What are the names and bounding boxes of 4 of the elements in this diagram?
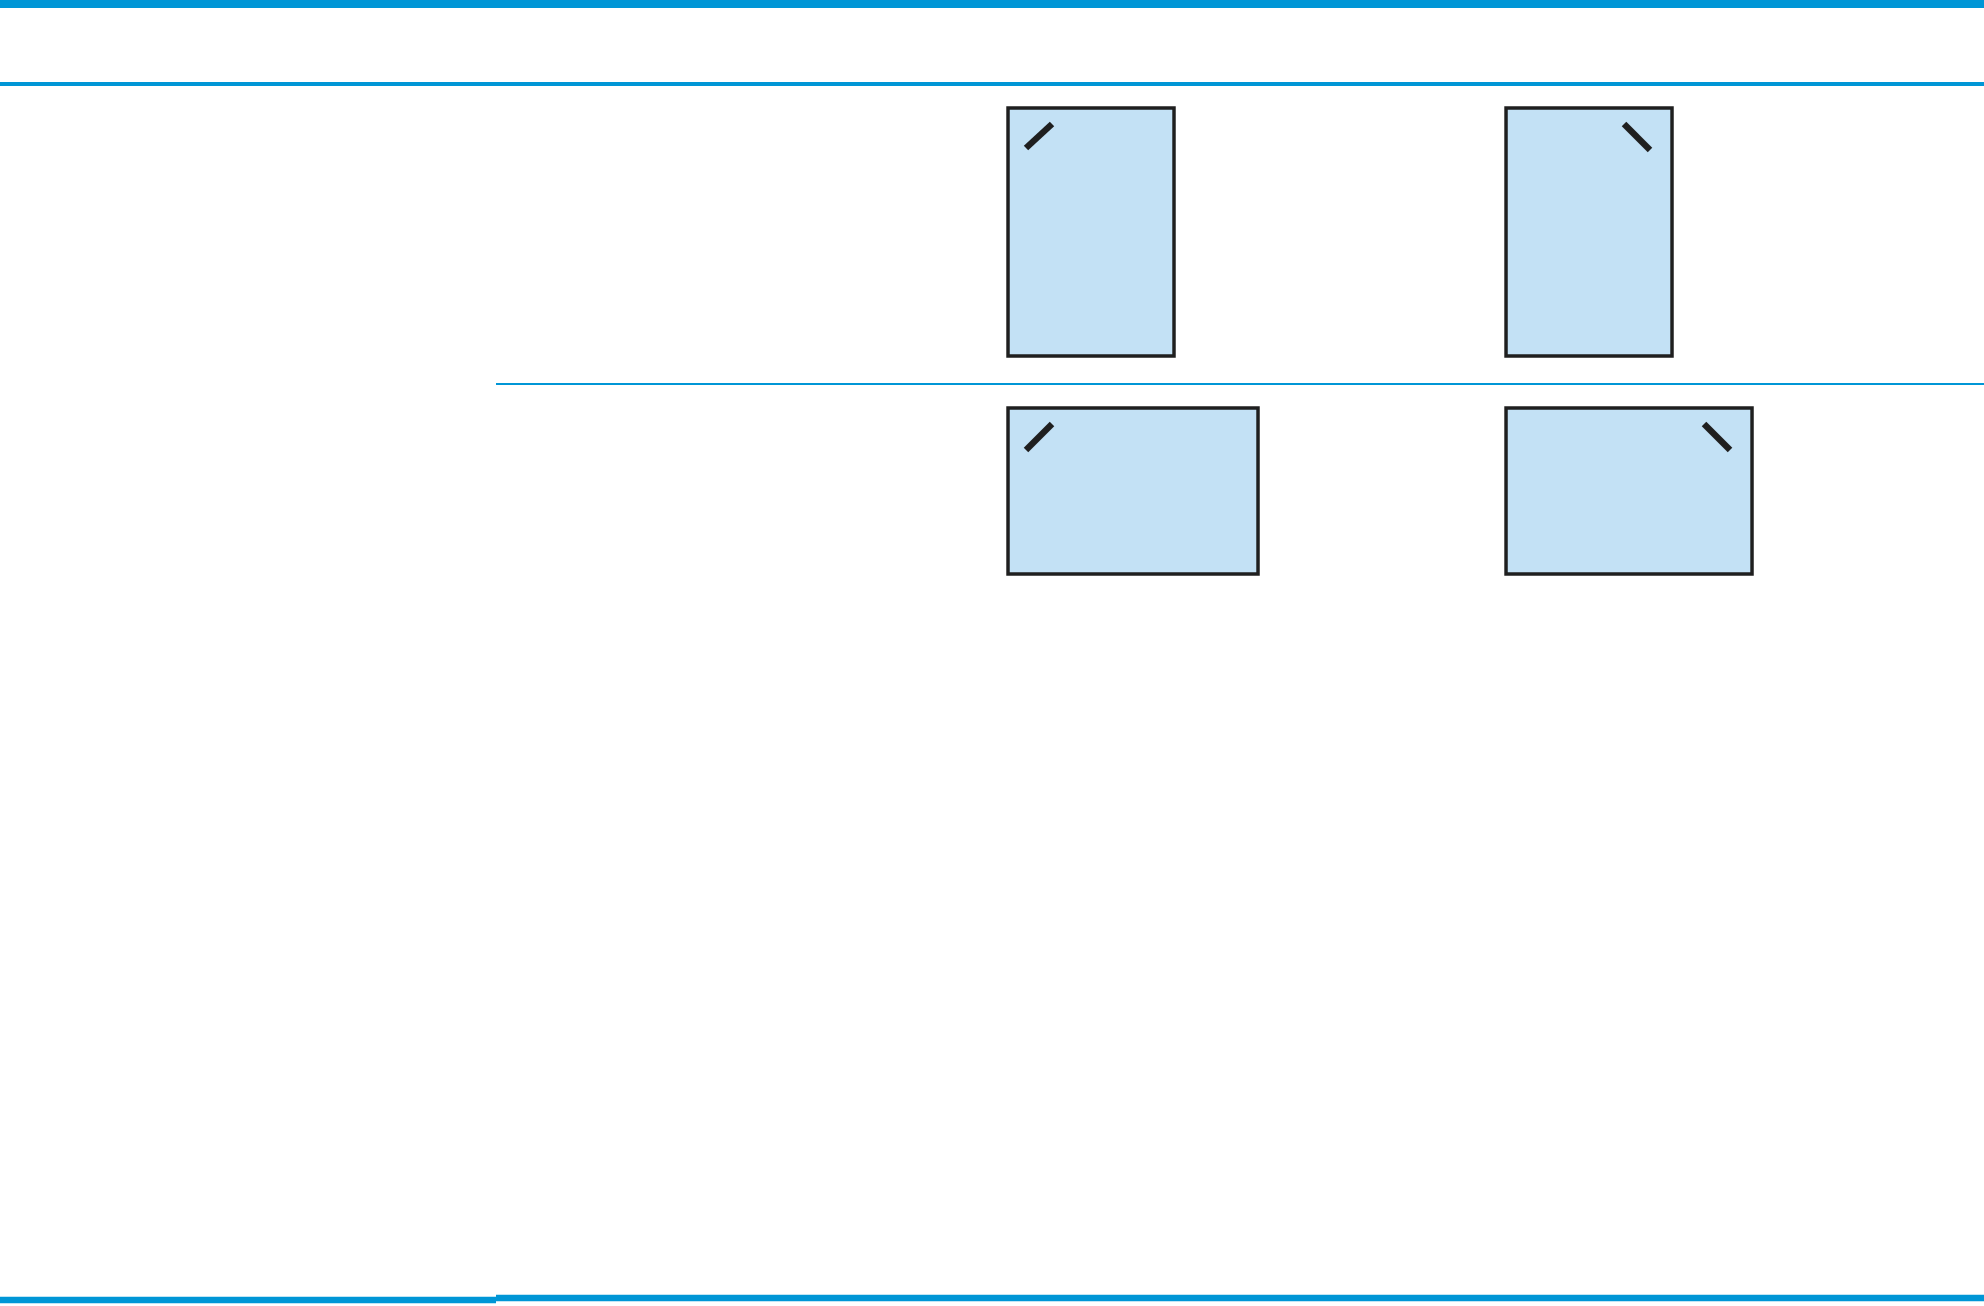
paper-sheet xyxy=(1504,406,1754,576)
paper-sheet xyxy=(1504,106,1674,358)
paper-sheet xyxy=(1006,406,1260,576)
paper-sheet xyxy=(1006,106,1176,358)
